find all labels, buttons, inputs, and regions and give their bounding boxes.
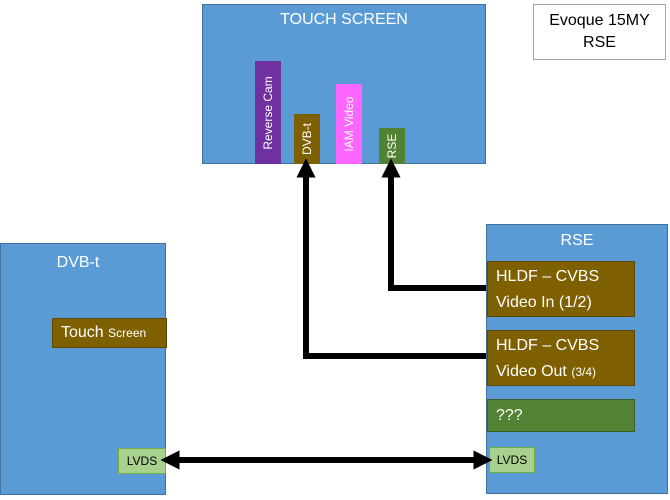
touch-screen-unit: TOUCH SCREEN Reverse Cam DVB-t IAM Video… xyxy=(202,4,486,164)
video-in-module: HLDF – CVBS Video In (1/2) xyxy=(487,261,635,317)
video-out-line2-channels: (3/4) xyxy=(571,365,597,379)
touch-screen-title: TOUCH SCREEN xyxy=(280,11,408,28)
video-in-line2: Video In (1/2) xyxy=(496,294,592,311)
touch-screen-module-label: Touch xyxy=(61,324,104,341)
video-out-line1: HLDF – CVBS xyxy=(496,337,600,354)
iam-video-source: IAM Video xyxy=(336,84,362,164)
right-lvds-port: LVDS xyxy=(489,447,535,473)
video-in-to-rse-wire xyxy=(381,158,486,291)
video-in-line1: HLDF – CVBS xyxy=(496,268,600,285)
left-lvds-port: LVDS xyxy=(118,448,166,474)
unknown-module-label: ??? xyxy=(496,407,523,424)
touch-screen-module: Touch Screen xyxy=(52,318,167,348)
video-out-module: HLDF – CVBS Video Out (3/4) xyxy=(487,330,635,386)
right-lvds-label: LVDS xyxy=(496,453,528,467)
dvb-t-source: DVB-t xyxy=(294,114,320,164)
model-label-line2: RSE xyxy=(583,34,616,51)
video-out-line2: Video Out xyxy=(496,363,567,380)
rse-unit-title: RSE xyxy=(560,232,594,249)
dvb-t-unit-title: DVB-t xyxy=(56,254,100,271)
touch-screen-module-sublabel: Screen xyxy=(108,326,147,340)
rse-source: RSE xyxy=(379,128,405,164)
left-lvds-label: LVDS xyxy=(126,454,158,468)
unknown-module: ??? xyxy=(487,399,635,432)
model-label-box: Evoque 15MY RSE xyxy=(533,4,666,60)
reverse-cam-source: Reverse Cam xyxy=(255,61,281,164)
rse-unit: RSE HLDF – CVBS Video In (1/2) HLDF – CV… xyxy=(486,224,668,494)
model-label-line1: Evoque 15MY xyxy=(549,12,650,29)
video-out-to-dvb-t-wire xyxy=(296,158,486,359)
dvb-t-unit: DVB-t Touch Screen LVDS xyxy=(0,243,167,495)
